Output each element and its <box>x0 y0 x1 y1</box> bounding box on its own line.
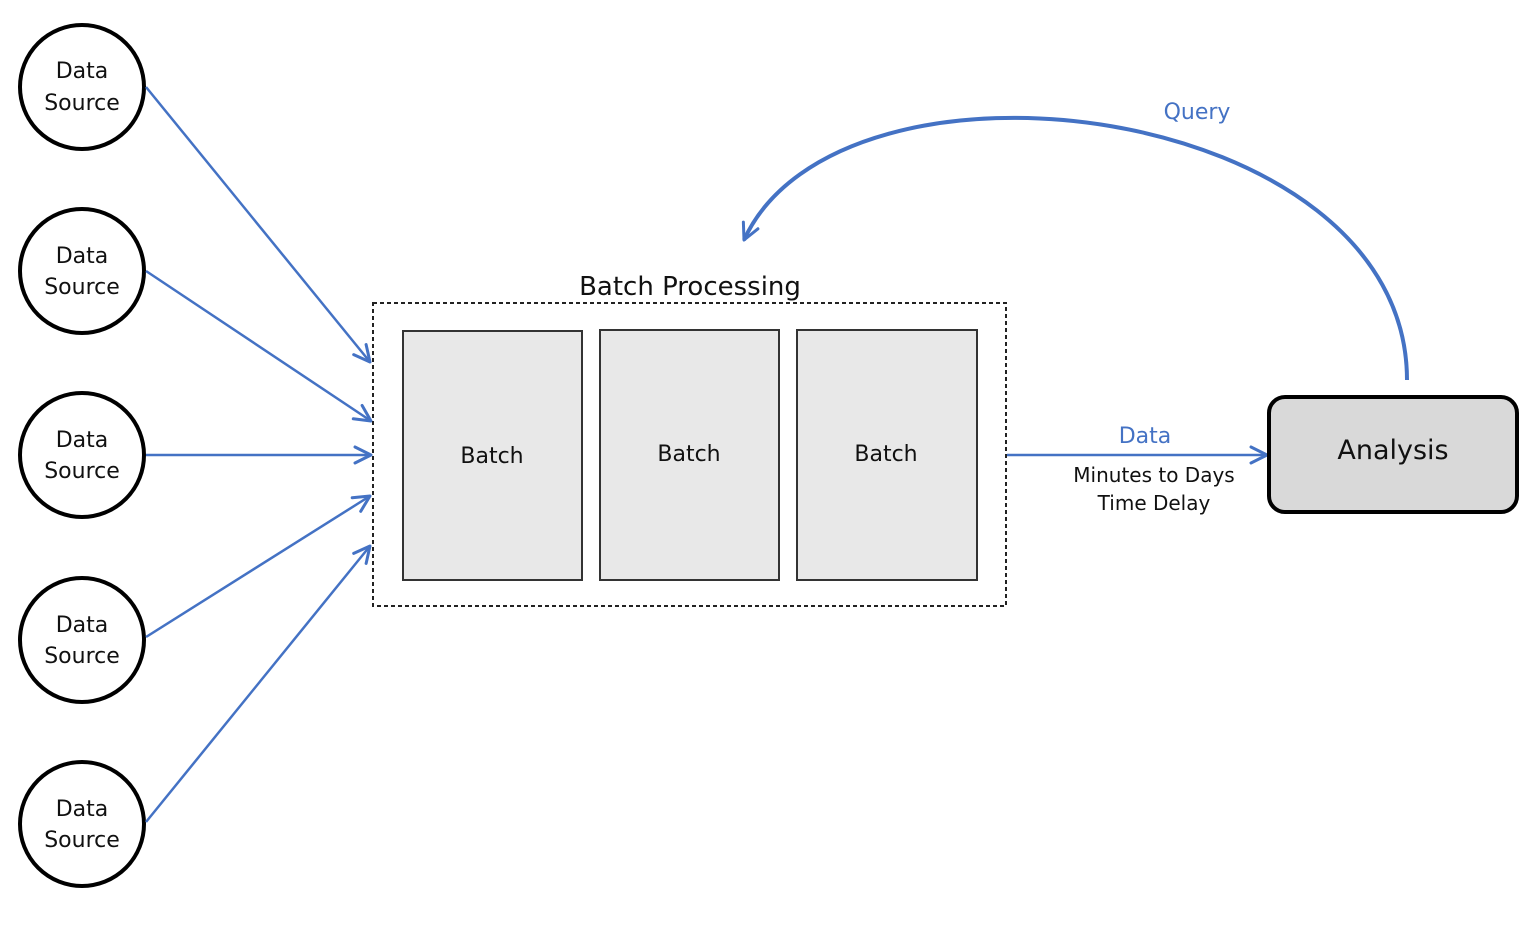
data-source-label-line2: Source <box>44 644 120 669</box>
data-source-label-line1: Data <box>56 797 109 822</box>
data-source-node: Data Source <box>18 207 146 335</box>
query-label: Query <box>1164 100 1231 125</box>
source-to-batch-arrow <box>145 269 373 423</box>
data-source-circle <box>18 207 146 335</box>
analysis-box <box>1267 395 1519 514</box>
query-arrow <box>741 115 1409 381</box>
data-source-circle <box>18 760 146 888</box>
data-source-circle <box>18 576 146 704</box>
batch-box: Batch <box>402 330 583 581</box>
batch-processing-title: Batch Processing <box>579 272 801 302</box>
data-source-circle <box>18 391 146 519</box>
data-source-label-line2: Source <box>44 828 120 853</box>
batch-rect <box>402 330 583 581</box>
batch-rect <box>796 329 978 581</box>
batch-label: Batch <box>657 442 720 467</box>
data-source-label-line1: Data <box>56 428 109 453</box>
batch-label: Batch <box>460 444 523 469</box>
data-source-label-line1: Data <box>56 244 109 269</box>
analysis-label: Analysis <box>1337 435 1448 466</box>
data-source-label-line2: Source <box>44 275 120 300</box>
data-source-label-line2: Source <box>44 459 120 484</box>
data-source-node: Data Source <box>18 23 146 151</box>
batch-box: Batch <box>796 329 978 581</box>
data-source-node: Data Source <box>18 576 146 704</box>
time-delay-label-line1: Minutes to Days <box>1073 463 1234 487</box>
source-to-batch-arrow <box>145 86 372 364</box>
data-source-node: Data Source <box>18 760 146 888</box>
data-source-label-line1: Data <box>56 59 109 84</box>
batch-label: Batch <box>854 442 917 467</box>
batch-box: Batch <box>599 329 780 581</box>
source-to-batch-arrow <box>145 544 372 823</box>
source-to-batch-arrow <box>145 494 372 639</box>
data-source-circle <box>18 23 146 151</box>
data-source-node: Data Source <box>18 391 146 519</box>
data-source-label-line1: Data <box>56 613 109 638</box>
time-delay-label-line2: Time Delay <box>1097 491 1211 515</box>
data-source-label-line2: Source <box>44 91 120 116</box>
batch-rect <box>599 329 780 581</box>
data-flow-label: Data <box>1119 424 1172 449</box>
